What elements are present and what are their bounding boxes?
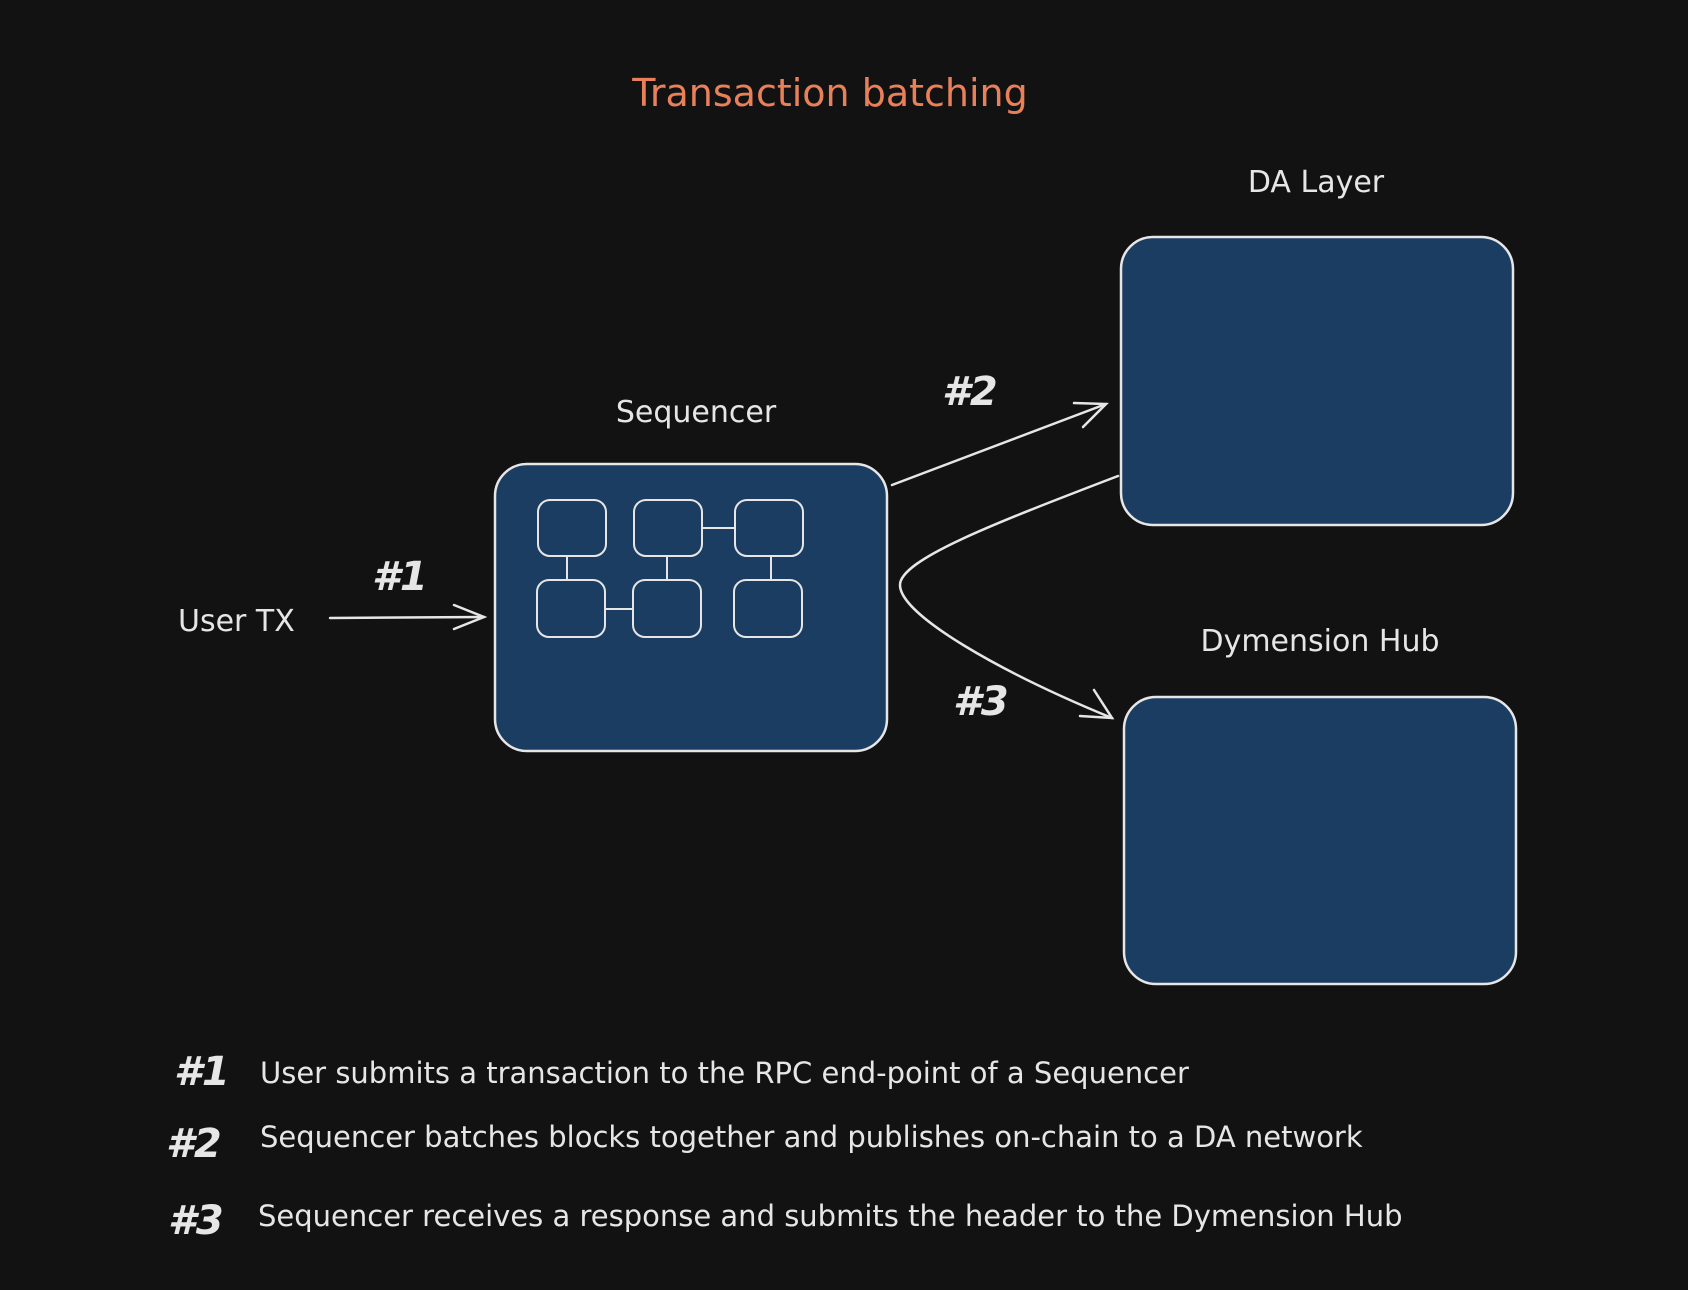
diagram-title: Transaction batching	[631, 71, 1028, 115]
legend-text-3: Sequencer receives a response and submit…	[258, 1199, 1403, 1233]
legend-text-2: Sequencer batches blocks together and pu…	[260, 1120, 1363, 1154]
sequencer-label: Sequencer	[616, 395, 777, 430]
sequencer-blocks	[536, 499, 804, 638]
block-3	[734, 499, 804, 557]
block-1	[537, 499, 607, 557]
dymension-hub-box[interactable]	[1122, 695, 1518, 986]
legend-num-1: #1	[174, 1049, 230, 1095]
da-layer-box[interactable]	[1119, 235, 1515, 527]
block-5	[632, 579, 702, 638]
legend-text-1: User submits a transaction to the RPC en…	[260, 1056, 1189, 1090]
arrow-2	[890, 401, 1109, 487]
dymension-hub-label: Dymension Hub	[1200, 624, 1439, 659]
block-6	[733, 579, 803, 638]
arrow-1-label: #1	[372, 554, 428, 600]
arrow-3	[898, 474, 1120, 720]
legend-num-2: #2	[166, 1121, 222, 1167]
arrow-1	[328, 603, 488, 631]
block-4	[536, 579, 606, 638]
arrow-3-label: #3	[953, 679, 1009, 725]
legend-num-3: #3	[168, 1198, 224, 1244]
da-layer-label: DA Layer	[1248, 165, 1385, 200]
legend: #1 User submits a transaction to the RPC…	[166, 1049, 1403, 1244]
arrow-2-label: #2	[942, 369, 998, 415]
user-tx-label: User TX	[178, 604, 295, 639]
block-2	[633, 499, 703, 557]
